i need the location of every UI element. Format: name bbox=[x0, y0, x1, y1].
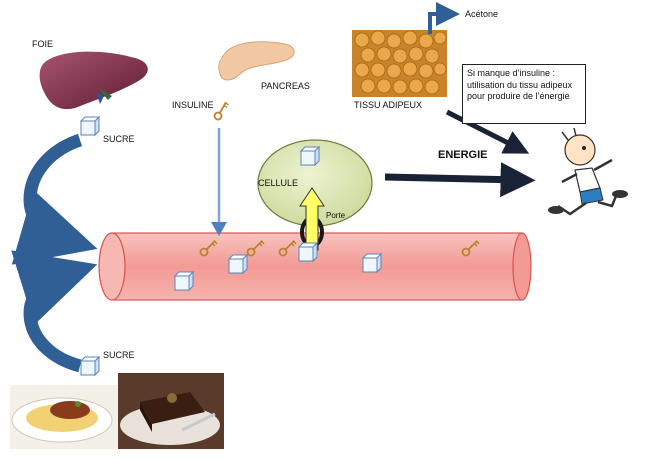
insulin-key-icon bbox=[461, 240, 480, 257]
label-foie: FOIE bbox=[32, 39, 53, 49]
liver-icon bbox=[39, 51, 148, 110]
insulin-key-icon bbox=[246, 240, 265, 257]
sugar-cube-icon bbox=[79, 355, 101, 377]
label-sucre-top: SUCRE bbox=[103, 134, 135, 144]
adipose-to-runner-arrow bbox=[445, 109, 530, 154]
label-porte: Porte bbox=[326, 211, 346, 220]
insulin-deficiency-note: Si manque d’insuline : utilisation du ti… bbox=[462, 64, 586, 124]
label-sucre-bottom: SUCRE bbox=[103, 350, 135, 360]
sugar-cube-icon bbox=[173, 270, 195, 292]
energie-arrow bbox=[384, 162, 536, 198]
sugar-cube-icon bbox=[299, 145, 321, 167]
liver-to-vessel-arrow bbox=[11, 133, 98, 265]
label-insuline: INSULINE bbox=[172, 100, 214, 110]
acetone-arrow bbox=[428, 2, 460, 34]
insulin-key-icon bbox=[199, 240, 218, 257]
sugar-cube-icon bbox=[227, 253, 249, 275]
insulin-keys bbox=[199, 101, 480, 257]
label-cellule: CELLULE bbox=[258, 178, 298, 188]
food-to-vessel-arrow bbox=[11, 250, 98, 373]
insulin-key-icon bbox=[213, 101, 229, 121]
adipose-tissue-icon bbox=[352, 30, 447, 97]
label-tissu-adipeux: TISSU ADIPEUX bbox=[354, 100, 422, 110]
note-line-2: utilisation du tissu adipeux bbox=[467, 79, 573, 90]
note-line-3: pour produire de l’énergie bbox=[467, 91, 570, 101]
chocolate-cake-icon bbox=[118, 373, 224, 449]
pancreas-icon bbox=[218, 41, 295, 81]
sugar-cubes bbox=[79, 115, 383, 377]
label-acetone: Acétone bbox=[465, 9, 498, 19]
insulin-arrow bbox=[211, 128, 227, 236]
pasta-plate-icon bbox=[10, 385, 118, 449]
label-pancreas: PANCREAS bbox=[261, 81, 310, 91]
sugar-cube-icon bbox=[297, 241, 319, 263]
label-energie: ENERGIE bbox=[438, 149, 488, 161]
note-line-1: Si manque d’insuline : bbox=[467, 68, 556, 78]
sugar-cube-icon bbox=[361, 252, 383, 274]
sugar-cube-icon bbox=[79, 115, 101, 137]
runner-icon bbox=[548, 127, 628, 216]
insulin-key-icon bbox=[278, 240, 297, 257]
